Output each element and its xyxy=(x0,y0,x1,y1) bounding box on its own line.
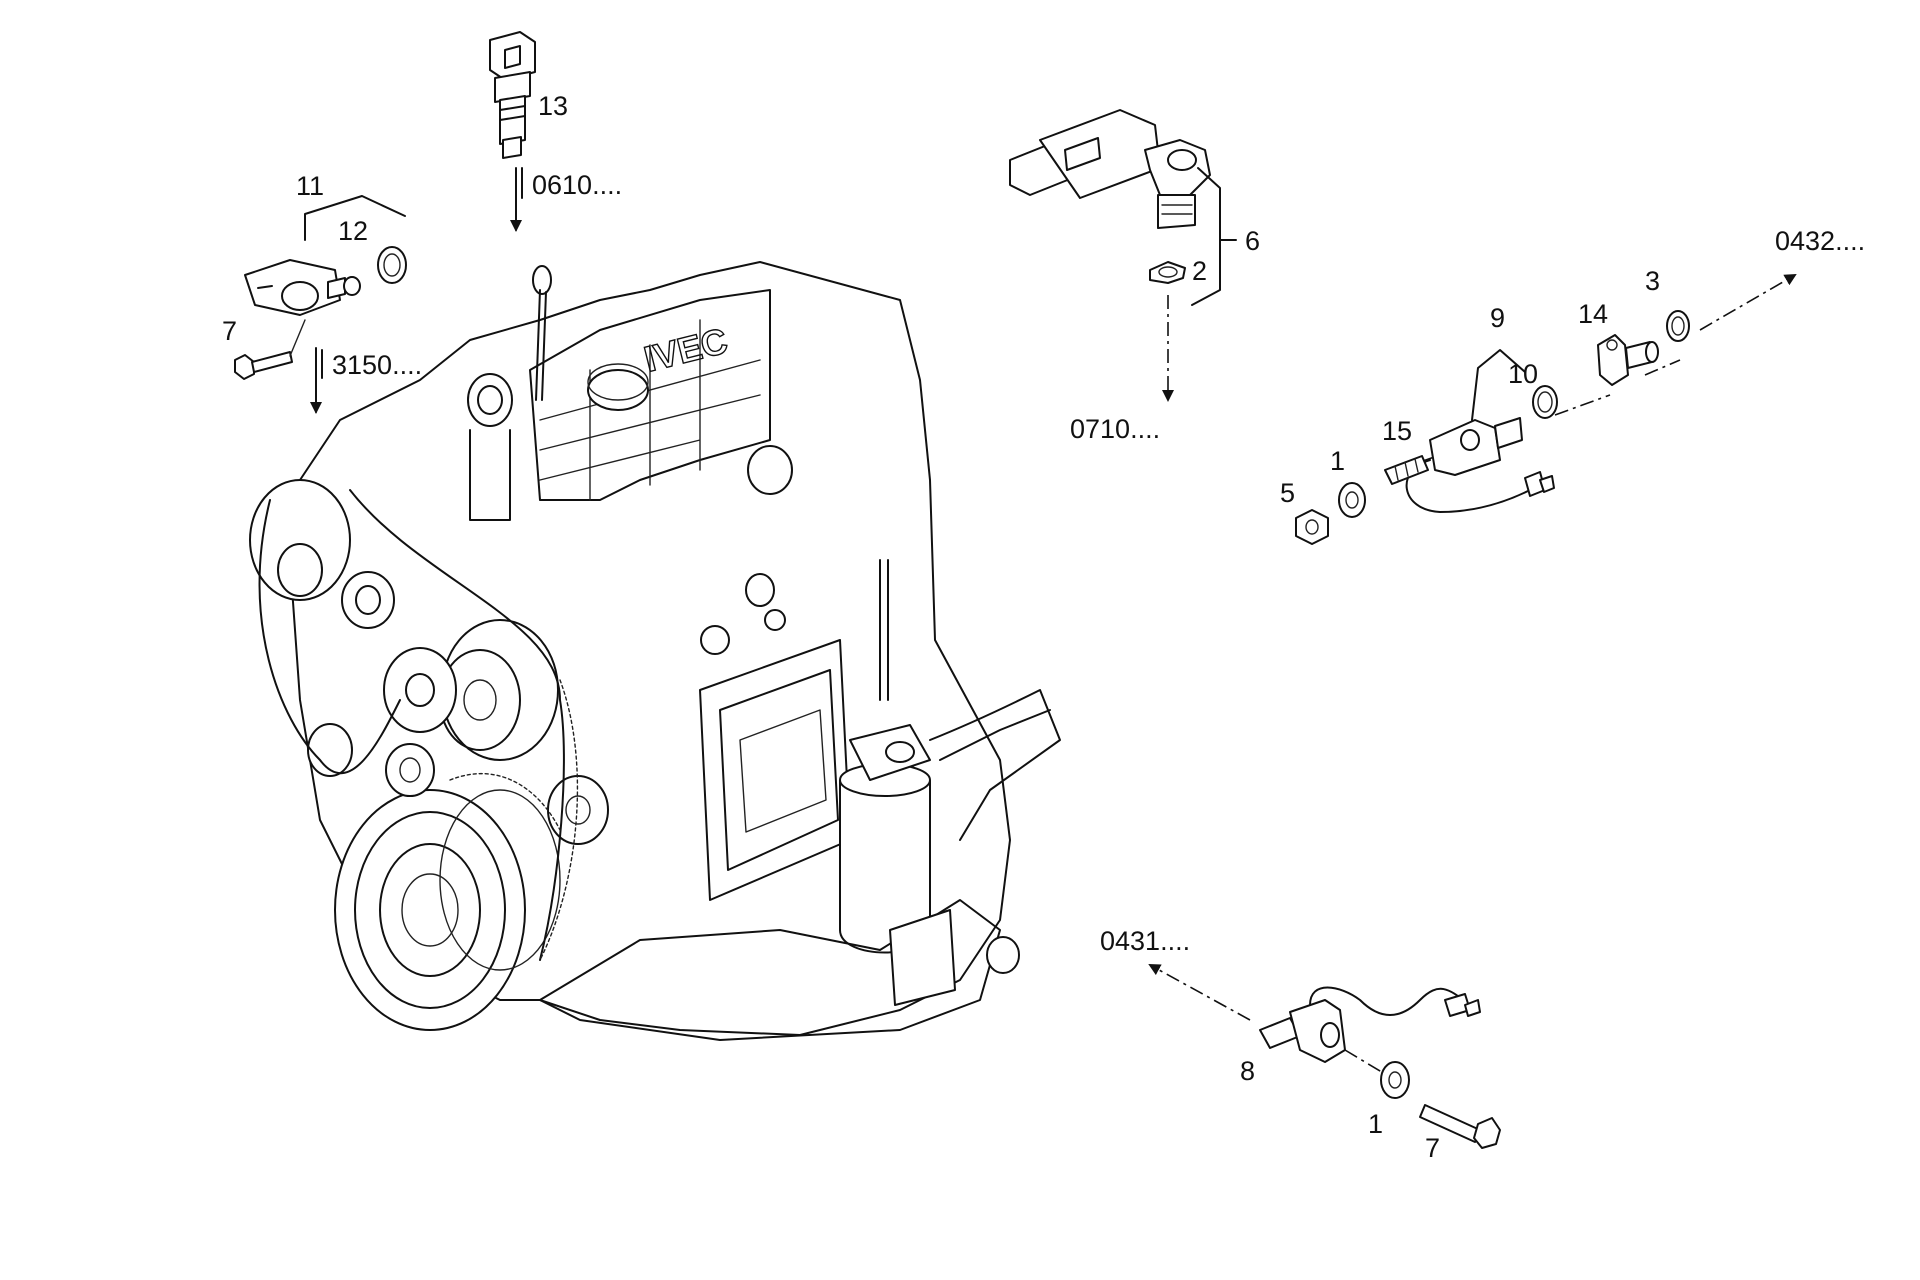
part-number-15: 15 xyxy=(1382,416,1412,446)
part-number-2: 2 xyxy=(1192,256,1207,286)
part-1-washer-upper xyxy=(1338,482,1366,518)
part-number-3: 3 xyxy=(1645,266,1660,296)
reference-label-0710: 0710.... xyxy=(1070,414,1160,444)
part-number-13: 13 xyxy=(538,91,568,121)
part-number-7-lower: 7 xyxy=(1425,1133,1440,1163)
engine-assembly: IVEC xyxy=(249,261,1061,1041)
oil-sump xyxy=(539,899,1001,1041)
part-3-o-ring xyxy=(1666,310,1690,342)
reference-arrow-0431 xyxy=(1148,964,1251,1021)
reference-label-0610: 0610.... xyxy=(532,170,622,200)
dipstick xyxy=(535,289,547,401)
part-12-o-ring xyxy=(377,246,407,284)
part-9-speed-sensor xyxy=(1405,417,1555,513)
part-10-o-ring xyxy=(1532,385,1558,419)
part-1-washer-lower xyxy=(1380,1061,1410,1099)
part-number-1-upper: 1 xyxy=(1330,446,1345,476)
part-number-9: 9 xyxy=(1490,303,1505,333)
part-number-8: 8 xyxy=(1240,1056,1255,1086)
fan-pulley xyxy=(249,479,395,629)
bracket-6 xyxy=(1191,167,1237,306)
part-number-14: 14 xyxy=(1578,299,1608,329)
part-11-sensor xyxy=(244,259,361,316)
engine-control-unit xyxy=(699,639,851,901)
part-8-crank-sensor xyxy=(1259,986,1481,1063)
fuel-filter xyxy=(839,724,931,954)
water-pump-pulley xyxy=(439,619,559,761)
part-6-sensor xyxy=(1009,109,1211,229)
bracket-9 xyxy=(1471,349,1526,421)
part-number-5: 5 xyxy=(1280,478,1295,508)
part-number-11: 11 xyxy=(296,171,324,201)
part-5-nut xyxy=(1295,509,1329,545)
part-13-sensor xyxy=(489,31,536,159)
part-7-bolt-upper xyxy=(234,351,293,380)
part-number-1-lower: 1 xyxy=(1368,1109,1383,1139)
reference-label-0431: 0431.... xyxy=(1100,926,1190,956)
part-number-7-upper: 7 xyxy=(222,316,237,346)
fuel-lines xyxy=(929,689,1061,841)
main-crankshaft-pulley xyxy=(334,789,561,1031)
bracket-11 xyxy=(304,195,406,241)
oil-filler-cap xyxy=(587,369,649,411)
part-2-washer xyxy=(1149,261,1186,284)
part-number-10: 10 xyxy=(1508,359,1538,389)
part-number-12: 12 xyxy=(338,216,368,246)
part-7-bolt-lower xyxy=(1419,1104,1501,1149)
part-14-flange xyxy=(1597,334,1659,386)
reference-label-0432: 0432.... xyxy=(1775,226,1865,256)
reference-label-3150: 3150.... xyxy=(332,350,422,380)
reference-arrow-0432 xyxy=(1699,273,1797,331)
gear-ring xyxy=(449,679,579,961)
engine-block-outline xyxy=(289,261,1011,1036)
part-15-stud xyxy=(1384,455,1429,485)
drive-belt xyxy=(258,489,565,961)
part-number-6: 6 xyxy=(1245,226,1260,256)
